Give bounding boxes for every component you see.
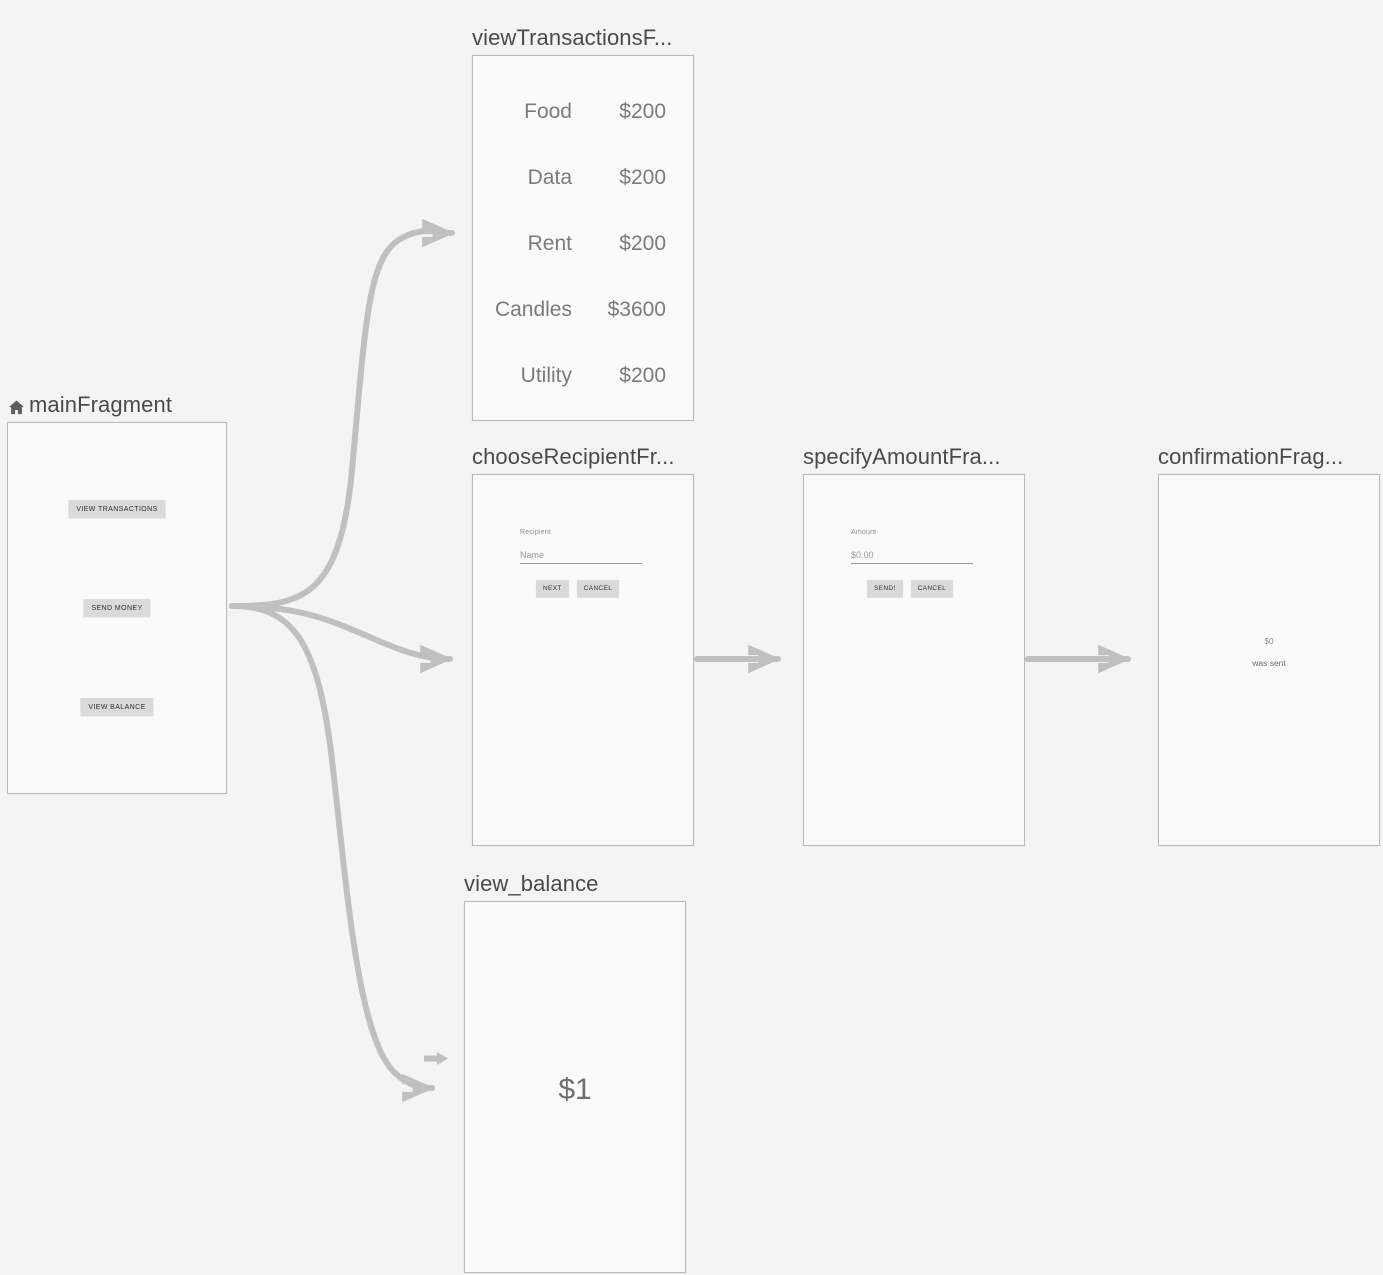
confirmation-amount: $0 (1264, 637, 1274, 646)
transaction-category: Rent (527, 232, 572, 255)
node-choose-recipient-fragment[interactable]: chooseRecipientFr... Recipient NEXT CANC… (472, 444, 694, 846)
transaction-amount: $200 (619, 364, 666, 387)
node-main-fragment-label: mainFragment (29, 392, 173, 417)
node-view-transactions-frame (472, 55, 694, 421)
send-money-button[interactable]: SEND MONEY (83, 599, 151, 617)
confirmation-message-block: $0 was sent (1158, 636, 1380, 669)
cancel-button[interactable]: CANCEL (910, 580, 954, 597)
home-icon (7, 397, 26, 416)
balance-amount: $1 (558, 1073, 592, 1106)
node-main-fragment[interactable]: mainFragment VIEW TRANSACTIONS SEND MONE… (7, 392, 227, 794)
node-specify-amount-fragment[interactable]: specifyAmountFra... Amount SEND! CANCEL (803, 444, 1025, 846)
transaction-amount: $200 (619, 166, 666, 189)
view-transactions-button[interactable]: VIEW TRANSACTIONS (68, 500, 166, 518)
node-main-fragment-frame (7, 422, 227, 794)
node-view-transactions-fragment[interactable]: viewTransactionsF... Food $200 Data $200… (472, 25, 694, 421)
node-confirmation-frame (1158, 474, 1380, 846)
recipient-button-row: NEXT CANCEL (520, 580, 650, 597)
transaction-amount: $3600 (607, 298, 666, 321)
amount-form: Amount SEND! CANCEL (851, 529, 981, 597)
node-view-balance-fragment[interactable]: view_balance $1 (464, 871, 686, 1273)
node-confirmation-fragment[interactable]: confirmationFrag... $0 was sent (1158, 444, 1380, 846)
node-confirmation-title: confirmationFrag... (1158, 444, 1344, 469)
edge-main-to-transactions (229, 218, 455, 609)
node-view-balance-title: view_balance (464, 871, 599, 896)
transaction-category: Candles (494, 298, 572, 321)
next-button[interactable]: NEXT (536, 580, 569, 597)
transaction-amount: $200 (619, 232, 666, 255)
table-row: Food $200 (472, 79, 694, 145)
transaction-category: Food (524, 100, 572, 123)
edge-main-to-choose-recipient (229, 603, 453, 674)
node-specify-amount-frame (803, 474, 1025, 846)
transaction-amount: $200 (619, 100, 666, 123)
table-row: Rent $200 (472, 211, 694, 277)
node-choose-recipient-title: chooseRecipientFr... (472, 444, 675, 469)
recipient-form: Recipient NEXT CANCEL (520, 529, 650, 597)
transaction-category: Utility (520, 364, 572, 387)
transactions-list: Food $200 Data $200 Rent $200 Candles $3… (472, 79, 694, 409)
recipient-name-input[interactable] (520, 550, 642, 564)
edge-main-to-view-balance (229, 603, 435, 1103)
table-row: Utility $200 (472, 343, 694, 409)
node-choose-recipient-frame (472, 474, 694, 846)
send-button[interactable]: SEND! (867, 580, 903, 597)
node-view-balance-frame (464, 901, 686, 1273)
edge-view-balance-secondary-arrowhead (424, 1052, 448, 1065)
node-view-transactions-title: viewTransactionsF... (472, 25, 673, 50)
amount-field-label: Amount (851, 529, 877, 536)
table-row: Candles $3600 (472, 277, 694, 343)
confirmation-text: was sent (1252, 658, 1286, 668)
view-balance-button[interactable]: VIEW BALANCE (80, 698, 154, 716)
node-main-fragment-title: mainFragment (7, 392, 172, 418)
amount-button-row: SEND! CANCEL (851, 580, 981, 597)
node-specify-amount-title: specifyAmountFra... (803, 444, 1001, 469)
recipient-field-label: Recipient (520, 529, 551, 536)
cancel-button[interactable]: CANCEL (576, 580, 620, 597)
amount-input[interactable] (851, 550, 973, 564)
transaction-category: Data (527, 166, 572, 189)
table-row: Data $200 (472, 145, 694, 211)
